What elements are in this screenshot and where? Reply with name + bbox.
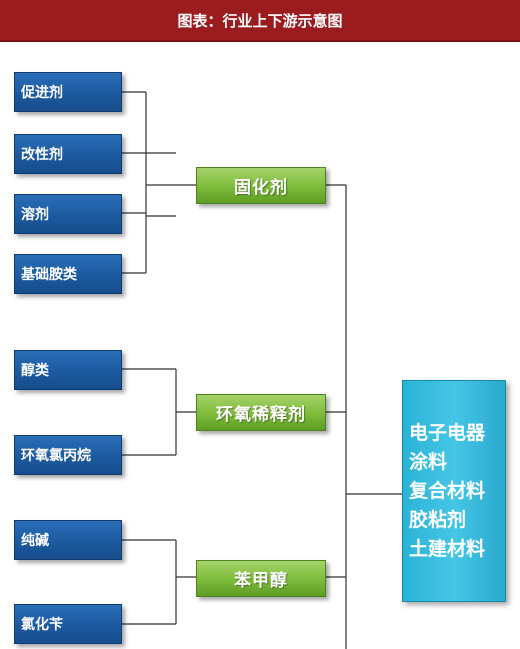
diagram-canvas: 促进剂 改性剂 溶剂 基础胺类 醇类 环氧氯丙烷 纯碱 氯化苄 固化剂 环氧稀释… — [0, 42, 520, 649]
application-label: 复合材料 — [409, 479, 486, 502]
intermediate-box-curing-agent: 固化剂 — [196, 167, 326, 204]
application-label: 涂料 — [409, 450, 448, 473]
raw-material-label: 基础胺类 — [21, 267, 77, 283]
intermediate-label: 苯甲醇 — [234, 571, 288, 591]
intermediate-label: 环氧稀释剂 — [216, 405, 306, 425]
raw-material-label: 醇类 — [21, 363, 49, 379]
application-label: 土建材料 — [409, 537, 486, 560]
raw-material-box: 改性剂 — [14, 134, 122, 174]
application-label: 胶粘剂 — [409, 508, 467, 531]
raw-material-box: 基础胺类 — [14, 254, 122, 294]
raw-material-box: 环氧氯丙烷 — [14, 435, 122, 475]
raw-material-label: 溶剂 — [21, 207, 49, 223]
intermediate-box-epoxy-diluent: 环氧稀释剂 — [196, 394, 326, 431]
raw-material-label: 促进剂 — [21, 85, 63, 101]
raw-material-label: 环氧氯丙烷 — [21, 448, 91, 464]
raw-material-label: 纯碱 — [21, 533, 49, 549]
raw-material-box: 促进剂 — [14, 72, 122, 112]
applications-box: 电子电器 涂料 复合材料 胶粘剂 土建材料 — [402, 380, 506, 602]
raw-material-box: 纯碱 — [14, 520, 122, 560]
raw-material-box: 溶剂 — [14, 194, 122, 234]
application-label: 电子电器 — [409, 421, 486, 444]
intermediate-box-benzyl-alcohol: 苯甲醇 — [196, 560, 326, 597]
raw-material-box: 醇类 — [14, 350, 122, 390]
connector-lines — [122, 91, 402, 649]
intermediate-label: 固化剂 — [234, 178, 288, 198]
raw-material-box: 氯化苄 — [14, 604, 122, 644]
raw-material-label: 改性剂 — [21, 147, 63, 163]
diagram-title: 图表：行业上下游示意图 — [0, 0, 520, 42]
raw-material-label: 氯化苄 — [21, 617, 63, 633]
